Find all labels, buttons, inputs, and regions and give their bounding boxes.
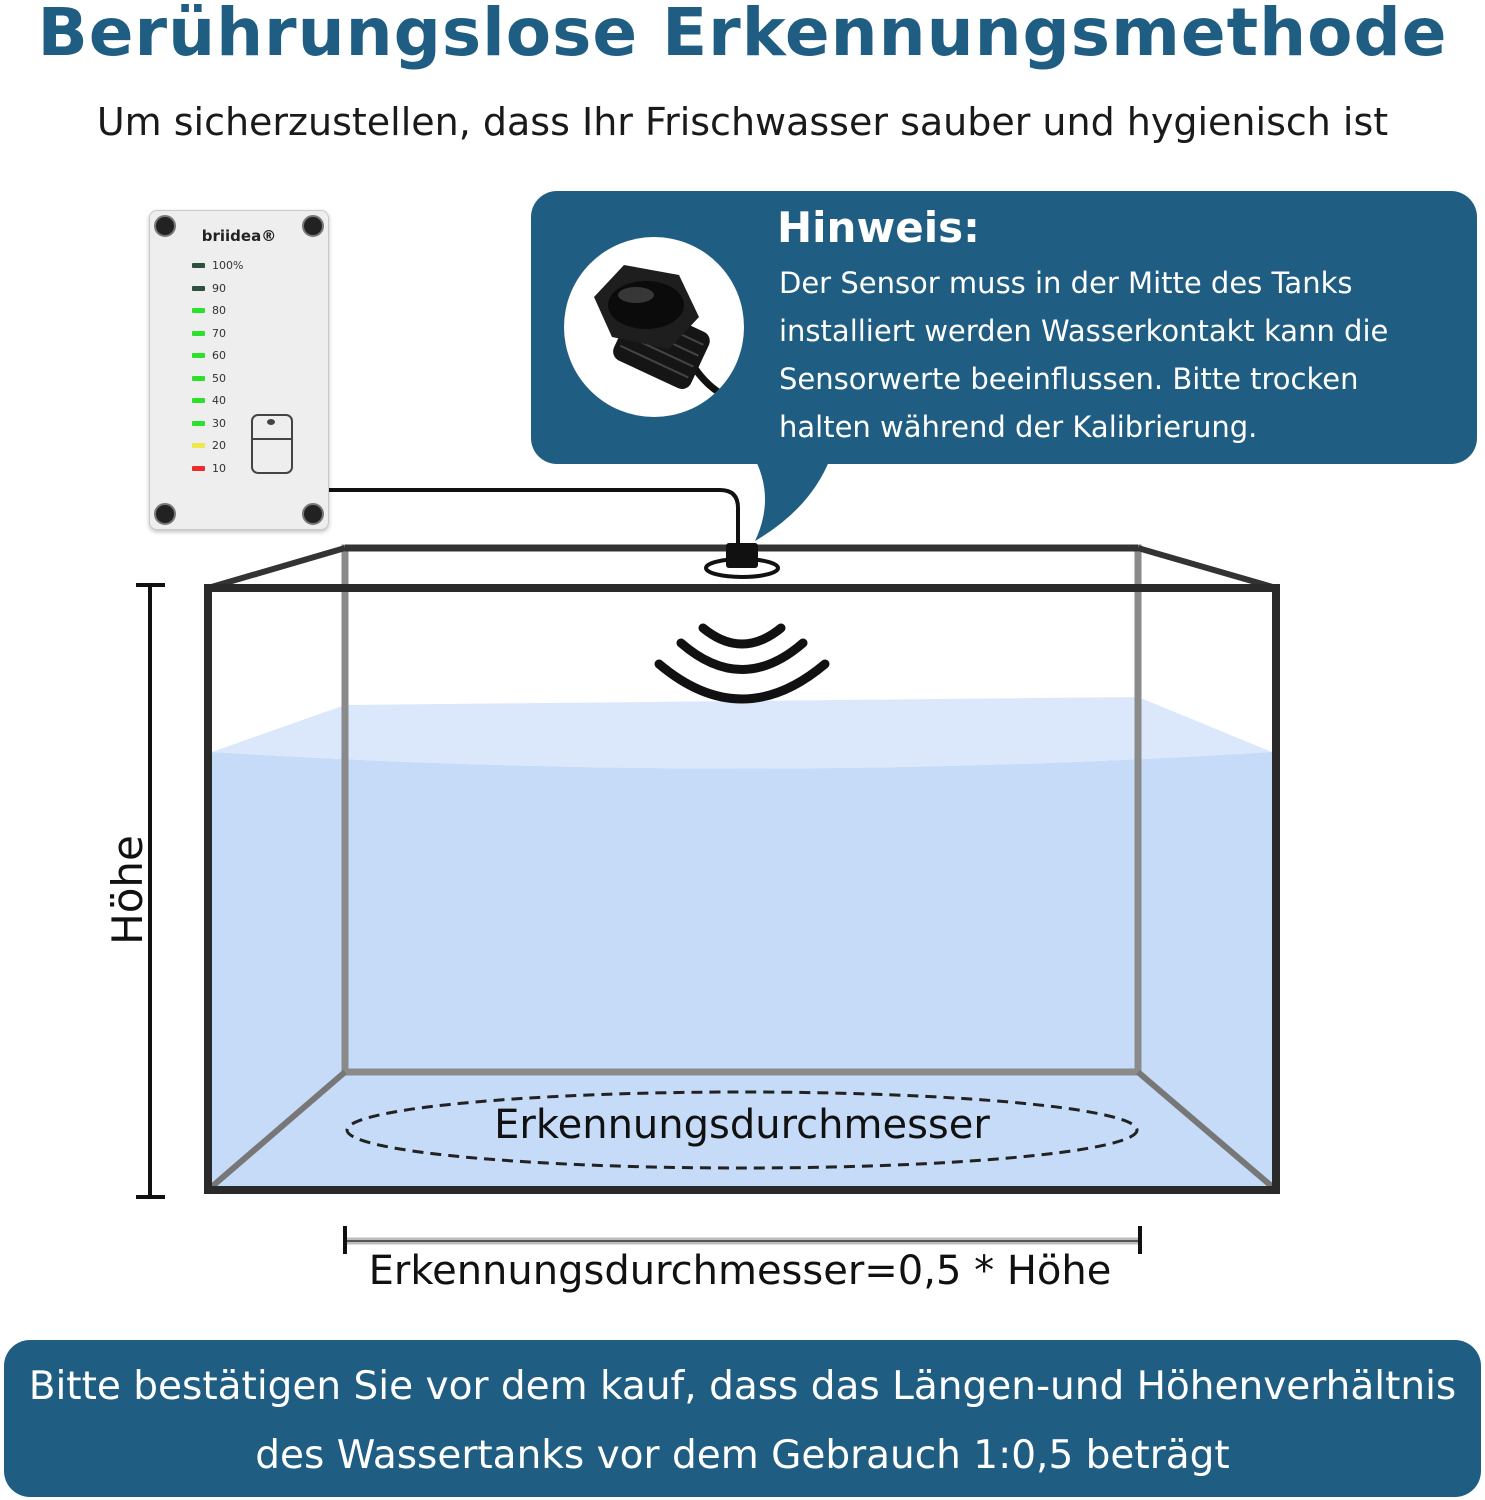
level-label: 10 bbox=[212, 461, 226, 475]
led-indicator bbox=[192, 443, 205, 448]
level-row: 20 bbox=[192, 438, 262, 454]
led-indicator bbox=[192, 263, 205, 268]
water-surface bbox=[212, 697, 1272, 769]
level-row: 50 bbox=[192, 371, 262, 387]
detection-diameter-label: Erkennungsdurchmesser bbox=[494, 1102, 990, 1148]
level-label: 90 bbox=[212, 281, 226, 295]
level-label: 100% bbox=[212, 259, 244, 272]
led-indicator bbox=[192, 375, 205, 381]
level-label: 40 bbox=[212, 394, 226, 407]
tank-icon bbox=[251, 414, 293, 474]
brand-logo: briidea® bbox=[201, 227, 277, 245]
sensor-photo bbox=[564, 237, 744, 417]
led-indicator bbox=[192, 353, 205, 358]
water-body bbox=[212, 752, 1272, 1187]
level-label: 60 bbox=[212, 349, 226, 362]
level-row: 80 bbox=[192, 303, 262, 319]
sensor-icon bbox=[594, 265, 744, 406]
level-row: 30 bbox=[192, 416, 262, 432]
diameter-dimension-line bbox=[343, 1226, 1142, 1254]
note-callout: Hinweis: Der Sensor muss in der Mitte de… bbox=[531, 191, 1477, 541]
tank-front-frame bbox=[204, 584, 1280, 1194]
led-indicator bbox=[192, 308, 205, 313]
level-row: 100% bbox=[192, 258, 262, 274]
level-row: 40 bbox=[192, 393, 262, 409]
level-row: 10 bbox=[192, 461, 262, 477]
level-row: 90 bbox=[192, 281, 262, 297]
sensor-cable bbox=[327, 488, 740, 545]
callout-tail bbox=[755, 459, 830, 541]
screw-icon bbox=[154, 215, 176, 237]
tank-edge-tr bbox=[1137, 545, 1277, 591]
height-label: Höhe bbox=[103, 835, 152, 945]
ultrasonic-wave-icon bbox=[654, 623, 830, 704]
page-subtitle: Um sicherzustellen, dass Ihr Frischwasse… bbox=[96, 100, 1389, 144]
detection-ellipse bbox=[345, 1090, 1139, 1170]
level-label: 30 bbox=[212, 416, 226, 430]
level-label: 70 bbox=[212, 326, 226, 340]
led-indicator bbox=[192, 398, 205, 403]
level-row: 70 bbox=[192, 326, 262, 342]
height-dimension-line bbox=[136, 583, 165, 1199]
led-indicator bbox=[192, 420, 205, 426]
screw-icon bbox=[302, 503, 324, 525]
tank-edge-br bbox=[1136, 1069, 1278, 1193]
screw-icon bbox=[154, 503, 176, 525]
level-row: 60 bbox=[192, 348, 262, 364]
level-controller-device: briidea® 100% 90 80 70 60 50 40 30 20 10 bbox=[149, 210, 329, 530]
note-title: Hinweis: bbox=[777, 203, 980, 252]
led-indicator bbox=[192, 465, 205, 471]
page-title: Berührungslose Erkennungsmethode bbox=[37, 0, 1448, 71]
led-indicator bbox=[192, 285, 205, 291]
level-label: 50 bbox=[212, 371, 226, 385]
sensor-icon bbox=[726, 543, 758, 568]
screw-icon bbox=[302, 215, 324, 237]
note-text: Der Sensor muss in der Mitte des Tanks i… bbox=[779, 266, 1389, 444]
level-label: 20 bbox=[212, 439, 226, 452]
confirmation-text: Bitte bestätigen Sie vor dem kauf, dass … bbox=[28, 1364, 1457, 1478]
led-indicator bbox=[192, 330, 205, 336]
tank-edge-tl bbox=[207, 545, 346, 591]
level-label: 80 bbox=[212, 304, 226, 317]
tank-edge-bl bbox=[206, 1069, 347, 1193]
diameter-formula: Erkennungsdurchmesser=0,5 * Höhe bbox=[368, 1248, 1112, 1294]
confirmation-banner: Bitte bestätigen Sie vor dem kauf, dass … bbox=[4, 1340, 1481, 1497]
